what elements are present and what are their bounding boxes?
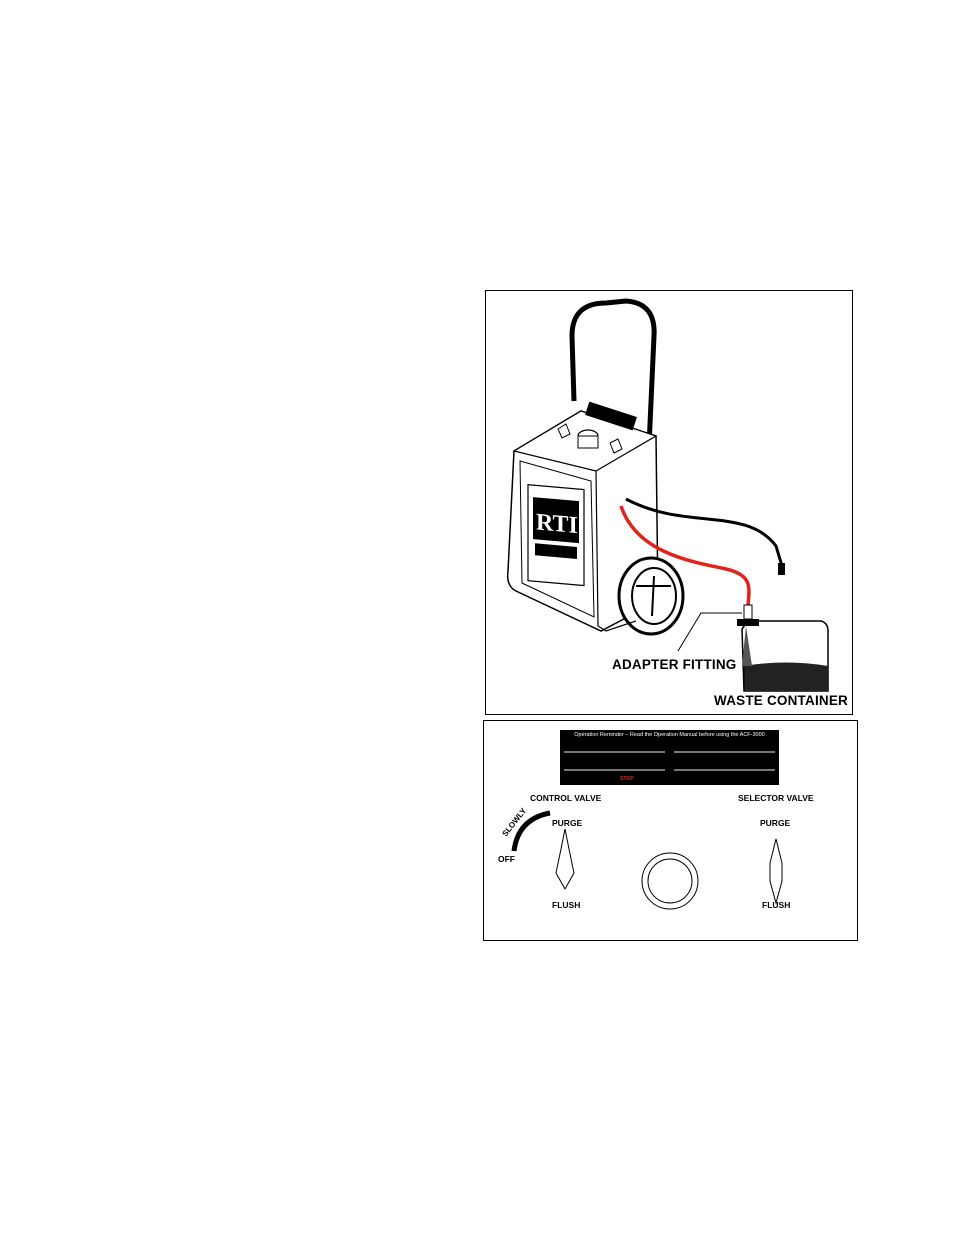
adapter-fitting-label: ADAPTER FITTING [612,657,737,672]
control-valve-handle [556,829,574,889]
control-flush-label: FLUSH [552,900,580,910]
selector-flush-label: FLUSH [762,900,790,910]
machine-diagram-frame: RTI ADAPTER FITTING WASTE CONTAINER [485,290,853,715]
machine-illustration: RTI [486,291,854,716]
control-off-label: OFF [498,854,515,864]
selector-purge-label: PURGE [760,818,790,828]
control-purge-label: PURGE [552,818,582,828]
slowly-text: SLOWLY [500,806,528,838]
svg-text:RTI: RTI [536,509,578,539]
waste-container-label: WASTE CONTAINER [714,693,848,708]
adapter-callout-line [678,613,742,651]
control-panel-frame: Operation Reminder – Read the Operation … [483,720,858,941]
control-panel-illustration: SLOWLY [484,721,859,942]
selector-valve-handle [770,839,782,903]
